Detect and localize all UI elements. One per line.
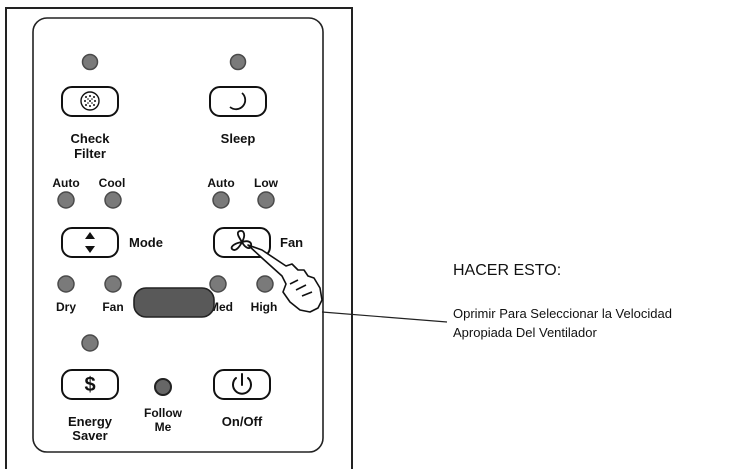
fan-mode-label: Fan bbox=[102, 300, 123, 314]
on-off-button[interactable] bbox=[213, 369, 271, 400]
mode-button[interactable] bbox=[61, 227, 119, 258]
auto-mode-label: Auto bbox=[52, 176, 79, 190]
sleep-label: Sleep bbox=[221, 131, 256, 146]
energy-saver-led bbox=[81, 334, 99, 352]
on-off-label: On/Off bbox=[222, 414, 263, 429]
high-fan-led bbox=[256, 275, 274, 293]
check-filter-label-line2: Filter bbox=[74, 146, 106, 161]
fan-button-label: Fan bbox=[280, 235, 303, 250]
callout-leader-line bbox=[321, 311, 448, 323]
dry-mode-led bbox=[57, 275, 75, 293]
instruction-line-2: Apropiada Del Ventilador bbox=[453, 325, 597, 340]
up-down-arrows-icon bbox=[85, 232, 95, 253]
pointing-hand-icon bbox=[247, 244, 323, 313]
cool-mode-label: Cool bbox=[99, 176, 126, 190]
instruction-title: HACER ESTO: bbox=[453, 262, 562, 279]
auto-fan-label: Auto bbox=[207, 176, 234, 190]
check-filter-led bbox=[81, 53, 99, 71]
sleep-button[interactable] bbox=[209, 86, 267, 117]
dry-mode-label: Dry bbox=[56, 300, 76, 314]
auto-fan-led bbox=[212, 191, 230, 209]
moon-icon bbox=[229, 92, 247, 111]
energy-saver-label-line1: Energy bbox=[68, 414, 113, 429]
med-fan-led bbox=[209, 275, 227, 293]
dotted-circle-icon bbox=[80, 91, 100, 111]
temperature-display bbox=[133, 287, 215, 318]
power-icon bbox=[232, 373, 252, 395]
dollar-icon: $ bbox=[84, 374, 95, 396]
instruction-line-1: Oprimir Para Seleccionar la Velocidad bbox=[453, 306, 672, 321]
check-filter-button[interactable] bbox=[61, 86, 119, 117]
energy-saver-button[interactable]: $ bbox=[61, 369, 119, 400]
follow-me-button[interactable] bbox=[154, 378, 172, 396]
follow-me-label-line2: Me bbox=[155, 420, 172, 434]
energy-saver-label-line2: Saver bbox=[72, 428, 107, 443]
high-fan-label: High bbox=[251, 300, 278, 314]
cool-mode-led bbox=[104, 191, 122, 209]
fan-mode-led bbox=[104, 275, 122, 293]
low-fan-led bbox=[257, 191, 275, 209]
check-filter-label-line1: Check bbox=[70, 131, 110, 146]
mode-label: Mode bbox=[129, 235, 163, 250]
remote-inner-panel bbox=[32, 17, 324, 453]
sleep-led bbox=[229, 53, 247, 71]
follow-me-label-line1: Follow bbox=[144, 406, 183, 420]
auto-mode-led bbox=[57, 191, 75, 209]
low-fan-label: Low bbox=[254, 176, 279, 190]
med-fan-label: Med bbox=[209, 300, 233, 314]
remote-outer-edge bbox=[5, 7, 353, 469]
